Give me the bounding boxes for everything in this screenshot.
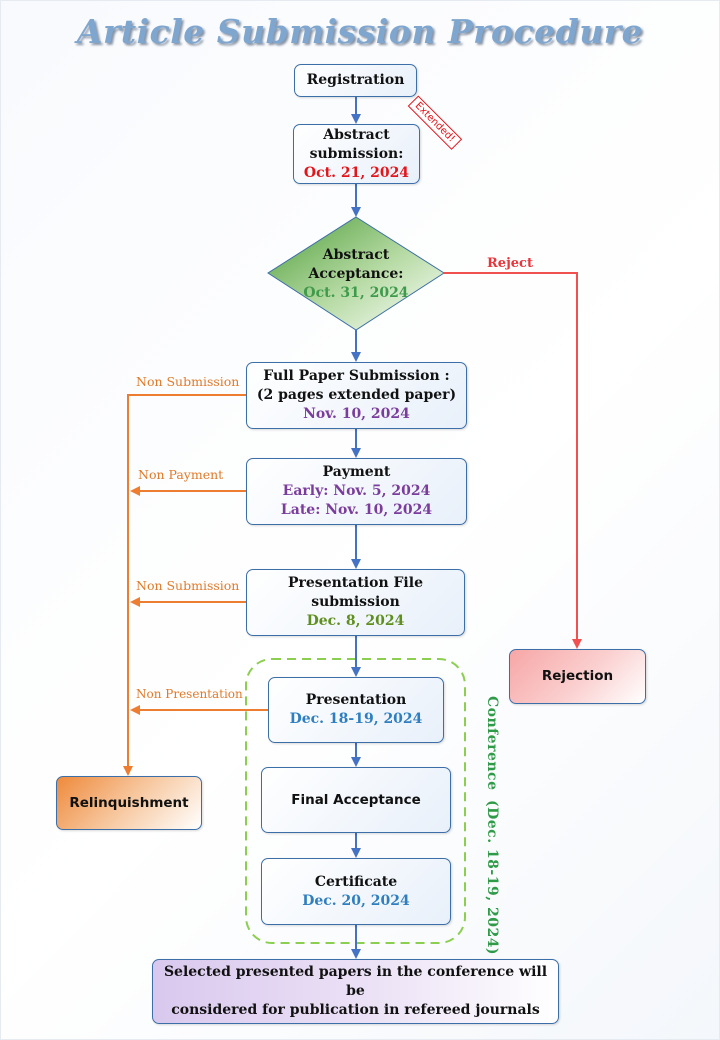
presentation-file-box: Presentation File submission Dec. 8, 202…: [246, 569, 465, 636]
full-paper-line2: (2 pages extended paper): [256, 387, 457, 403]
final-acceptance-label: Final Acceptance: [291, 791, 421, 808]
presentation-file-line1: Presentation File: [288, 575, 423, 591]
relinquishment-box: Relinquishment: [56, 776, 202, 830]
arrow-reject: [444, 272, 582, 649]
abstract-submission-date: Oct. 21, 2024: [303, 164, 410, 181]
rejection-box: Rejection: [509, 649, 646, 704]
presentation-date: Dec. 18-19, 2024: [289, 711, 423, 727]
presentation-file-line2: submission: [311, 594, 400, 610]
abstract-acceptance-line1: Abstract: [322, 247, 390, 263]
abstract-submission-box: Abstract submission: Oct. 21, 2024: [293, 124, 420, 184]
abstract-submission-line1: Abstract: [323, 126, 390, 143]
certificate-box: Certificate Dec. 20, 2024: [261, 858, 451, 925]
publication-box: Selected presented papers in the confere…: [152, 959, 559, 1024]
certificate-date: Dec. 20, 2024: [302, 892, 410, 909]
publication-line1: Selected presented papers in the confere…: [163, 964, 548, 999]
certificate-label: Certificate: [314, 873, 398, 890]
rejection-label: Rejection: [541, 668, 614, 684]
conference-label-dates: (Dec. 18-19, 2024): [484, 799, 500, 955]
payment-label: Payment: [322, 464, 391, 480]
publication-line2: considered for publication in refereed j…: [171, 1002, 540, 1018]
presentation-box: Presentation Dec. 18-19, 2024: [268, 677, 444, 743]
registration-box: Registration: [294, 64, 417, 97]
full-paper-box: Full Paper Submission : (2 pages extende…: [246, 362, 467, 429]
abstract-acceptance-line2: Acceptance:: [308, 266, 404, 282]
arrow-non-submission-fullpaper: [123, 394, 246, 776]
reject-label: Reject: [487, 256, 533, 271]
payment-box: Payment Early: Nov. 5, 2024 Late: Nov. 1…: [246, 458, 467, 525]
abstract-submission-line2: submission:: [309, 145, 404, 162]
full-paper-line1: Full Paper Submission :: [263, 368, 450, 384]
non-submission-label-2: Non Submission: [136, 578, 240, 593]
conference-label: Conference (Dec. 18-19, 2024): [484, 696, 500, 955]
relinquishment-label: Relinquishment: [69, 794, 189, 811]
payment-early: Early: Nov. 5, 2024: [282, 483, 431, 499]
non-presentation-label: Non Presentation: [136, 687, 243, 701]
payment-late: Late: Nov. 10, 2024: [280, 502, 433, 518]
non-payment-label: Non Payment: [138, 467, 224, 482]
conference-label-text: Conference: [484, 696, 500, 791]
final-acceptance-box: Final Acceptance: [261, 767, 451, 833]
page-title: Article Submission Procedure: [76, 12, 644, 51]
abstract-acceptance-text: Abstract Acceptance: Oct. 31, 2024: [268, 246, 444, 303]
presentation-file-date: Dec. 8, 2024: [306, 613, 405, 629]
full-paper-date: Nov. 10, 2024: [303, 406, 410, 422]
non-submission-label-1: Non Submission: [136, 374, 240, 389]
presentation-label: Presentation: [305, 692, 407, 708]
abstract-acceptance-date: Oct. 31, 2024: [303, 285, 409, 301]
registration-label: Registration: [306, 72, 405, 88]
